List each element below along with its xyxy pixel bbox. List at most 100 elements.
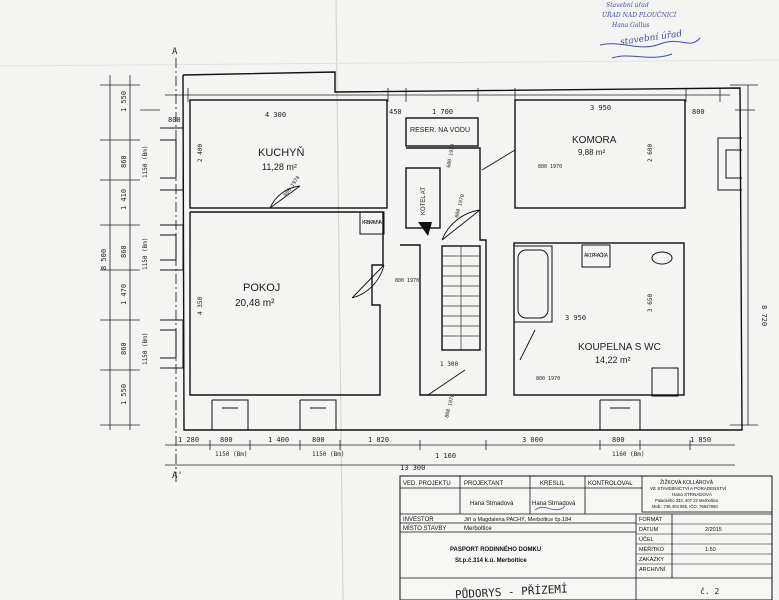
dim-left-sub-2: 1150 (Bm) — [142, 237, 149, 270]
toilet — [651, 367, 679, 397]
living-outline — [189, 211, 384, 396]
hdr-projektant: PROJEKTANT — [464, 481, 504, 487]
row-zakazky-label: ZAKÁZKY — [639, 556, 664, 563]
title-block-frame — [399, 475, 773, 600]
signature-projektant — [534, 505, 566, 511]
room-kitchen-name: KUCHYŇ — [258, 146, 305, 159]
dim-bot-6: 3 000 — [522, 436, 543, 444]
dim-bot-8: 1 850 — [690, 436, 711, 444]
dim-top-2: 4 300 — [265, 111, 286, 119]
dim-int-5: 3 950 — [565, 314, 586, 322]
dim-bot-total: 13 300 — [400, 464, 425, 472]
row-meritko-label: MĚŘÍTKO — [639, 545, 665, 553]
dim-int-3: 3 650 — [647, 294, 654, 312]
row-format-label: FORMÁT — [639, 516, 663, 523]
dim-int-1: 2 400 — [197, 144, 204, 162]
dim-left-3: 1 410 — [120, 189, 128, 210]
sheet-number: č. 2 — [700, 586, 719, 596]
dim-top-5: 3 950 — [590, 104, 611, 112]
room-living-area: 20,48 m² — [235, 298, 275, 309]
row-ucel-label: ÚČEL — [639, 536, 654, 543]
dim-bot-4: 800 — [312, 436, 325, 444]
title-block: ŽIŽKOVÁ KOLLÁROVÁ VE STAVEBNICTVÍ A PORA… — [399, 475, 773, 600]
dim-left-sub-3: 1150 (Bm) — [142, 332, 149, 365]
dim-left-1: 1 550 — [120, 91, 128, 112]
sink — [651, 251, 673, 265]
right-dimensions — [730, 84, 758, 426]
room-living-name: POKOJ — [243, 282, 280, 294]
hdr-ved-projektu: VED. PROJEKTU — [403, 481, 451, 487]
row-archivni-label: ARCHIVNÍ — [639, 566, 666, 573]
dim-left-5: 1 470 — [120, 284, 128, 305]
firm-line-1: ŽIŽKOVÁ KOLLÁROVÁ — [660, 478, 714, 486]
bathtub — [513, 245, 553, 323]
room-storage-name: KOMORA — [572, 135, 617, 146]
hdr-kreslil: KRESLIL — [540, 481, 565, 487]
dim-top-4: 1 700 — [432, 108, 453, 116]
stair-treads — [442, 246, 480, 350]
dim-bot-1: 1 280 — [178, 436, 199, 444]
firm-line-5: Mob.: 736 404 065, IČO: 76847850 — [652, 504, 718, 509]
room-storage-area: 9,88 m² — [578, 148, 605, 157]
section-marker-bottom: A' — [172, 471, 183, 481]
door-swings — [269, 149, 536, 396]
project-subtitle: St.p.č.314 k.ú. Merboltice — [455, 558, 527, 564]
stove-box — [359, 211, 385, 235]
stamp-line-3: Hana Gallus — [611, 22, 649, 29]
dim-left-sub-1: 1150 (Bm) — [142, 145, 149, 178]
dim-int-2: 4 350 — [197, 297, 204, 315]
washer-box — [581, 244, 611, 268]
dim-left-4: 860 — [120, 245, 128, 258]
room-bathroom-name: KOUPELNA S WC — [578, 342, 661, 353]
row-meritko-value: 1:50 — [705, 547, 716, 553]
signature-scribble — [599, 37, 701, 59]
stamp-line-1: Stavební úřad — [606, 2, 649, 9]
hdr-kontroloval: KONTROLOVAL — [588, 481, 633, 487]
reservoir-outline — [405, 117, 479, 147]
outer-wall — [182, 71, 743, 431]
top-dim-labels: 800 4 300 450 1 700 3 950 800 — [168, 104, 705, 124]
left-dim-labels: 1 550 860 1 410 860 1 470 860 1 550 8 50… — [100, 91, 149, 405]
dim-left-7: 1 550 — [120, 384, 128, 405]
dim-int-4: 2 600 — [647, 144, 654, 162]
val-misto: Merboltice — [464, 526, 492, 532]
bathtub-outline — [513, 245, 553, 323]
door-note-2: 600 1970 — [446, 144, 456, 169]
stamp-line-2: ÚŘAD NAD PLOUČNICÍ — [602, 11, 677, 19]
windows — [160, 127, 742, 430]
left-dimensions — [100, 75, 160, 430]
row-datum-value: 2/2015 — [705, 527, 722, 533]
dim-bot-sub-1: 1150 (Bm) — [215, 451, 248, 458]
door-note-3: 800 1970 — [395, 278, 419, 284]
dim-bot-5: 1 820 — [368, 436, 389, 444]
dim-bot-9: 1 160 — [435, 452, 456, 460]
dim-left-total: 8 500 — [100, 249, 108, 270]
paper-fold-2 — [0, 59, 779, 67]
dim-int-6: 1 300 — [440, 361, 458, 368]
lbl-misto: MÍSTO STAVBY — [403, 525, 446, 532]
room-bathroom-area: 14,22 m² — [595, 355, 631, 365]
dim-bot-2: 800 — [220, 436, 233, 444]
door-note-4: 800 1970 — [538, 164, 562, 170]
label-washer: AKT. PRAČKA — [584, 252, 609, 259]
firm-line-3: Hana STRNADOVÁ — [672, 491, 712, 497]
dim-right-total: 8 720 — [760, 305, 768, 326]
chimney-triangle — [418, 222, 432, 236]
dim-top-6: 800 — [692, 108, 705, 116]
label-stove: KRB. KAMNA — [362, 220, 383, 226]
storage-outline — [514, 99, 686, 209]
firm-line-4: Palackého 333, 407 22 Merboltice — [655, 498, 719, 503]
door-note-5: 800 1970 — [536, 376, 560, 382]
dim-bot-sub-3: 1160 (Bm) — [612, 451, 645, 458]
bathtub-inner — [517, 249, 549, 319]
row-datum-label: DATUM — [639, 527, 659, 533]
section-marker-top: A — [172, 47, 178, 57]
dim-bot-3: 1 400 — [268, 436, 289, 444]
val-investor: Jiří a Magdalena PACHÝ, Merboltice čp.18… — [464, 516, 571, 523]
lbl-investor: INVESTOR — [403, 517, 434, 523]
dim-top-1: 800 — [168, 116, 181, 124]
dim-left-6: 860 — [120, 342, 128, 355]
val-projektant: Hana Strnadová — [470, 501, 514, 507]
label-boiler: KOTEL AT — [421, 187, 427, 215]
